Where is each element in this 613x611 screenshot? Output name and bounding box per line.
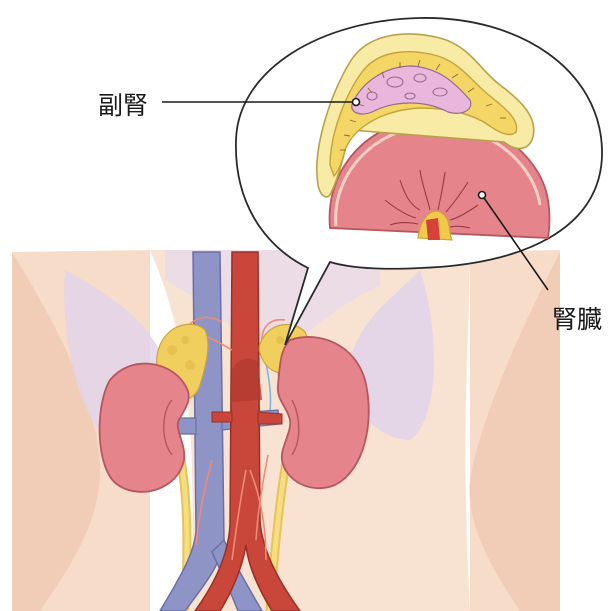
adrenal-gland-label: 副腎 xyxy=(98,86,148,122)
kidney-label: 腎臓 xyxy=(552,300,602,336)
kidney-left xyxy=(100,364,189,492)
torso-background xyxy=(12,250,560,611)
kidney-right xyxy=(278,337,369,488)
